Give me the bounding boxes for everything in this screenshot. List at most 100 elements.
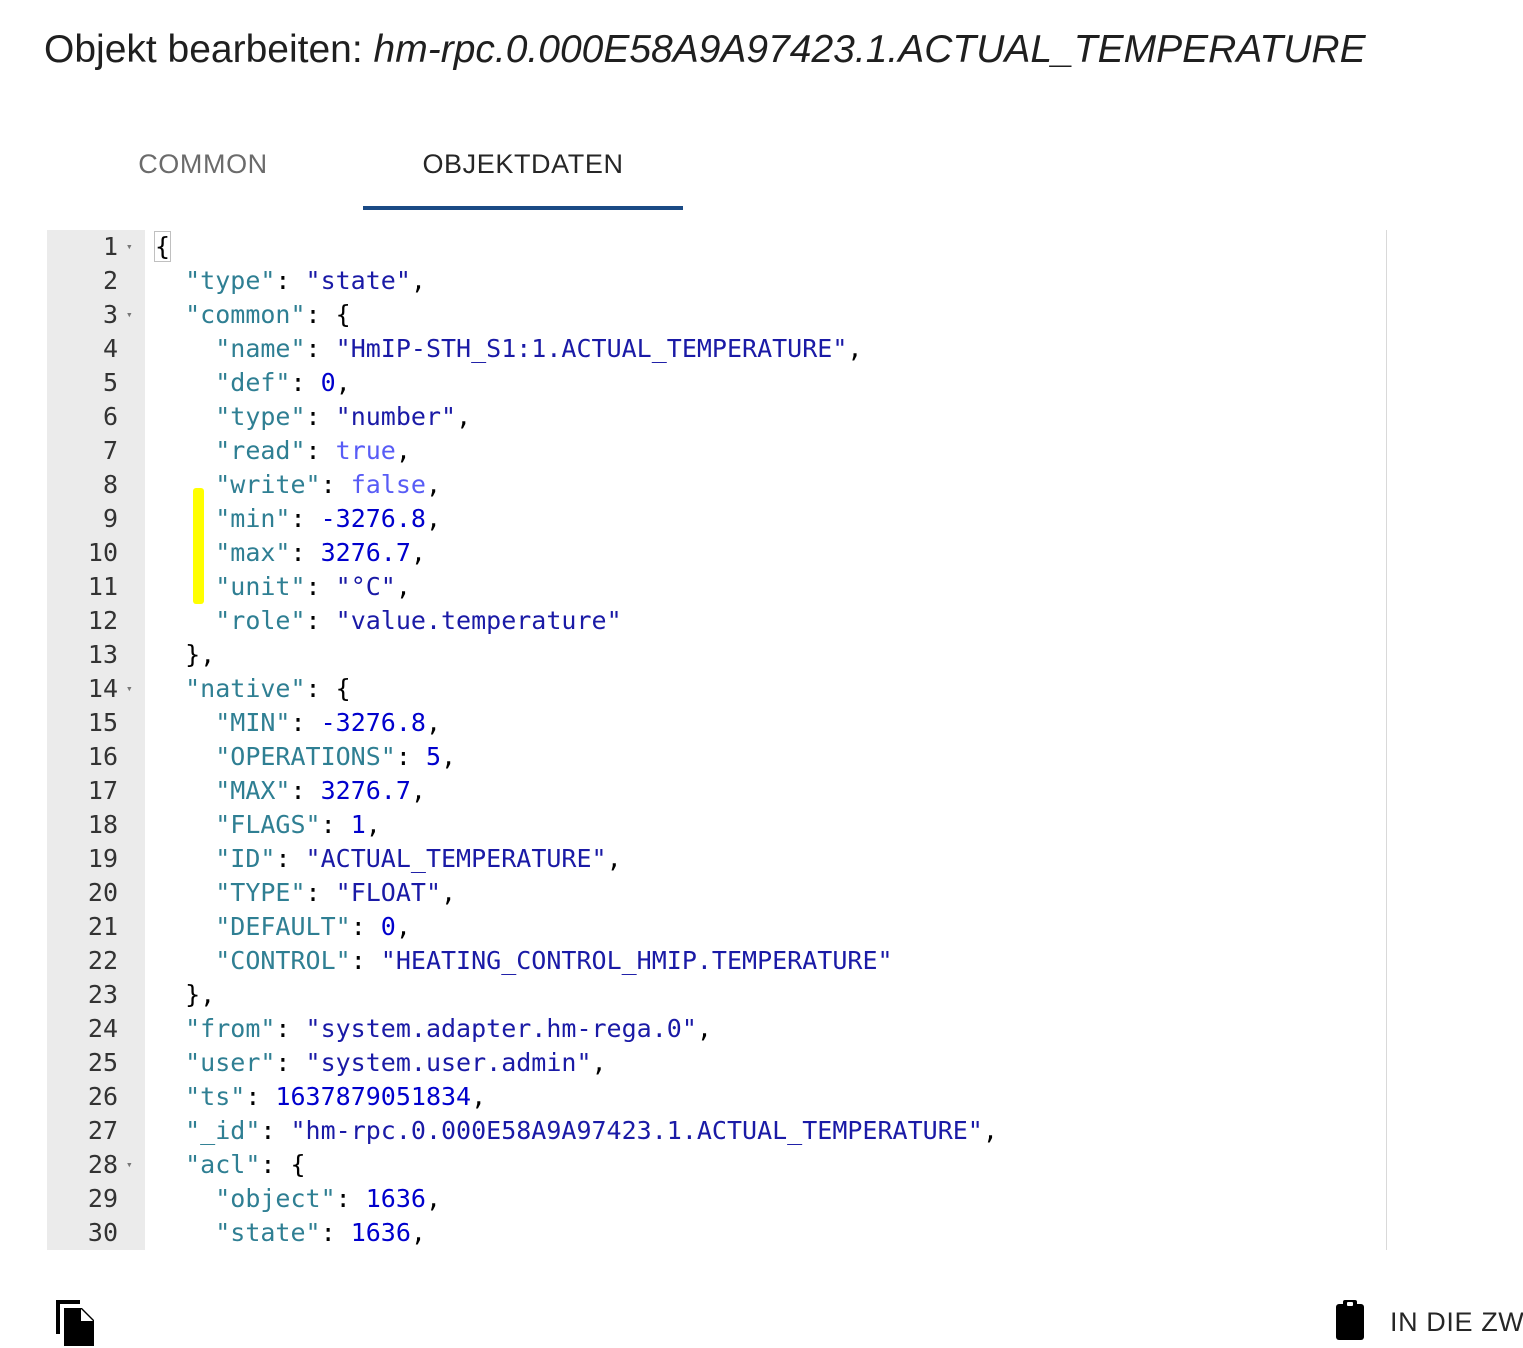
json-number: -3276.8 [320,504,426,533]
line-number: 29 [87,1184,118,1213]
code-line[interactable]: 18 "FLAGS": 1, [47,808,1386,842]
json-string: "system.user.admin" [305,1048,592,1077]
code-line[interactable]: 30 "state": 1636, [47,1216,1386,1250]
code-text: "TYPE": "FLOAT", [155,876,456,910]
code-text: "object": 1636, [155,1182,441,1216]
json-key: "type" [185,266,276,295]
fold-arrow-icon[interactable]: ▾ [126,1158,133,1171]
code-area[interactable]: 1▾{2 "type": "state",3▾ "common": {4 "na… [47,230,1386,1250]
dialog-title: Objekt bearbeiten: hm-rpc.0.000E58A9A974… [44,26,1366,74]
json-number: 0 [380,912,396,941]
json-key: "MAX" [215,776,291,805]
code-text: }, [155,978,215,1012]
fold-arrow-icon[interactable]: ▾ [126,682,133,695]
json-punctuation: , [441,742,457,771]
code-line[interactable]: 25 "user": "system.user.admin", [47,1046,1386,1080]
code-text: "write": false, [155,468,441,502]
line-number: 4 [102,334,118,363]
code-line[interactable]: 27 "_id": "hm-rpc.0.000E58A9A97423.1.ACT… [47,1114,1386,1148]
json-editor[interactable]: 1▾{2 "type": "state",3▾ "common": {4 "na… [47,230,1387,1250]
copy-to-clipboard-button[interactable]: IN DIE ZW [1330,1296,1523,1348]
line-number: 21 [87,912,118,941]
json-punctuation: : [290,708,321,737]
code-text: "from": "system.adapter.hm-rega.0", [155,1012,712,1046]
fold-arrow-icon[interactable]: ▾ [126,240,133,253]
code-line[interactable]: 13 }, [47,638,1386,672]
code-line[interactable]: 11 "unit": "°C", [47,570,1386,604]
json-key: "min" [215,504,291,533]
json-key: "type" [215,402,306,431]
indent [155,334,215,363]
fold-arrow-icon[interactable]: ▾ [126,308,133,321]
json-punctuation: }, [185,980,216,1009]
json-punctuation: , [982,1116,998,1145]
json-punctuation: }, [185,640,216,669]
json-punctuation: , [410,1218,426,1247]
code-line[interactable]: 1▾{ [47,230,1386,264]
json-boolean: true [335,436,396,465]
indent [155,776,215,805]
indent [155,810,215,839]
tab-objektdaten[interactable]: OBJEKTDATEN [422,148,624,179]
json-punctuation: , [456,402,472,431]
code-line[interactable]: 22 "CONTROL": "HEATING_CONTROL_HMIP.TEMP… [47,944,1386,978]
indent [155,1014,185,1043]
code-line[interactable]: 10 "max": 3276.7, [47,536,1386,570]
code-line[interactable]: 21 "DEFAULT": 0, [47,910,1386,944]
code-line[interactable]: 2 "type": "state", [47,264,1386,298]
code-line[interactable]: 28▾ "acl": { [47,1148,1386,1182]
json-string: "value.temperature" [335,606,622,635]
code-line[interactable]: 7 "read": true, [47,434,1386,468]
code-line[interactable]: 6 "type": "number", [47,400,1386,434]
code-line[interactable]: 4 "name": "HmIP-STH_S1:1.ACTUAL_TEMPERAT… [47,332,1386,366]
code-line[interactable]: 20 "TYPE": "FLOAT", [47,876,1386,910]
json-string: "state" [305,266,411,295]
json-punctuation: : [395,742,426,771]
code-line[interactable]: 16 "OPERATIONS": 5, [47,740,1386,774]
code-line[interactable]: 14▾ "native": { [47,672,1386,706]
code-text: }, [155,638,215,672]
json-punctuation: , [425,1184,442,1213]
yellow-highlight-marker [193,488,204,604]
json-punctuation: , [591,1048,607,1077]
json-string: "system.adapter.hm-rega.0" [305,1014,697,1043]
indent [155,1184,215,1213]
line-number: 20 [87,878,118,907]
json-key: "OPERATIONS" [215,742,396,771]
code-line[interactable]: 5 "def": 0, [47,366,1386,400]
tab-common[interactable]: COMMON [138,148,268,179]
json-punctuation: : [260,1116,291,1145]
code-text: { [153,230,172,264]
indent [155,912,215,941]
json-key: "read" [215,436,306,465]
code-line[interactable]: 19 "ID": "ACTUAL_TEMPERATURE", [47,842,1386,876]
json-number: 3276.7 [320,538,411,567]
tab-bar: COMMON OBJEKTDATEN [43,120,743,212]
json-key: "DEFAULT" [215,912,351,941]
copy-button[interactable] [50,1296,100,1348]
code-line[interactable]: 8 "write": false, [47,468,1386,502]
code-text: "user": "system.user.admin", [155,1046,607,1080]
json-punctuation: , [395,572,411,601]
code-text: "def": 0, [155,366,351,400]
code-line[interactable]: 24 "from": "system.adapter.hm-rega.0", [47,1012,1386,1046]
json-key: "def" [215,368,291,397]
code-line[interactable]: 15 "MIN": -3276.8, [47,706,1386,740]
code-line[interactable]: 26 "ts": 1637879051834, [47,1080,1386,1114]
json-number: 0 [320,368,336,397]
code-text: "ID": "ACTUAL_TEMPERATURE", [155,842,621,876]
indent [155,708,215,737]
json-punctuation: : [320,470,351,499]
json-punctuation: , [395,912,411,941]
code-line[interactable]: 17 "MAX": 3276.7, [47,774,1386,808]
code-line[interactable]: 29 "object": 1636, [47,1182,1386,1216]
code-line[interactable]: 12 "role": "value.temperature" [47,604,1386,638]
json-punctuation: : [290,368,321,397]
indent [155,674,185,703]
code-line[interactable]: 23 }, [47,978,1386,1012]
json-punctuation: : { [260,1150,306,1179]
code-line[interactable]: 3▾ "common": { [47,298,1386,332]
code-text: "type": "state", [155,264,426,298]
code-line[interactable]: 9 "min": -3276.8, [47,502,1386,536]
indent [155,878,215,907]
